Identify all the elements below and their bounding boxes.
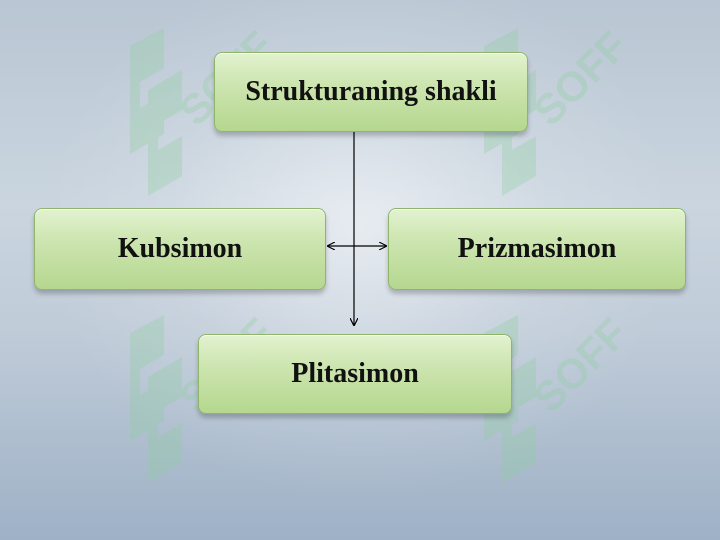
bottom-label: Plitasimon bbox=[291, 358, 419, 389]
left-label: Kubsimon bbox=[117, 233, 243, 264]
right-label: Prizmasimon bbox=[457, 233, 617, 264]
left-box: Kubsimon bbox=[34, 208, 326, 290]
root-label: Strukturaning shakli bbox=[245, 76, 497, 107]
bottom-box: Plitasimon bbox=[198, 334, 512, 414]
right-box: Prizmasimon bbox=[388, 208, 686, 290]
root-box: Strukturaning shakli bbox=[214, 52, 528, 132]
